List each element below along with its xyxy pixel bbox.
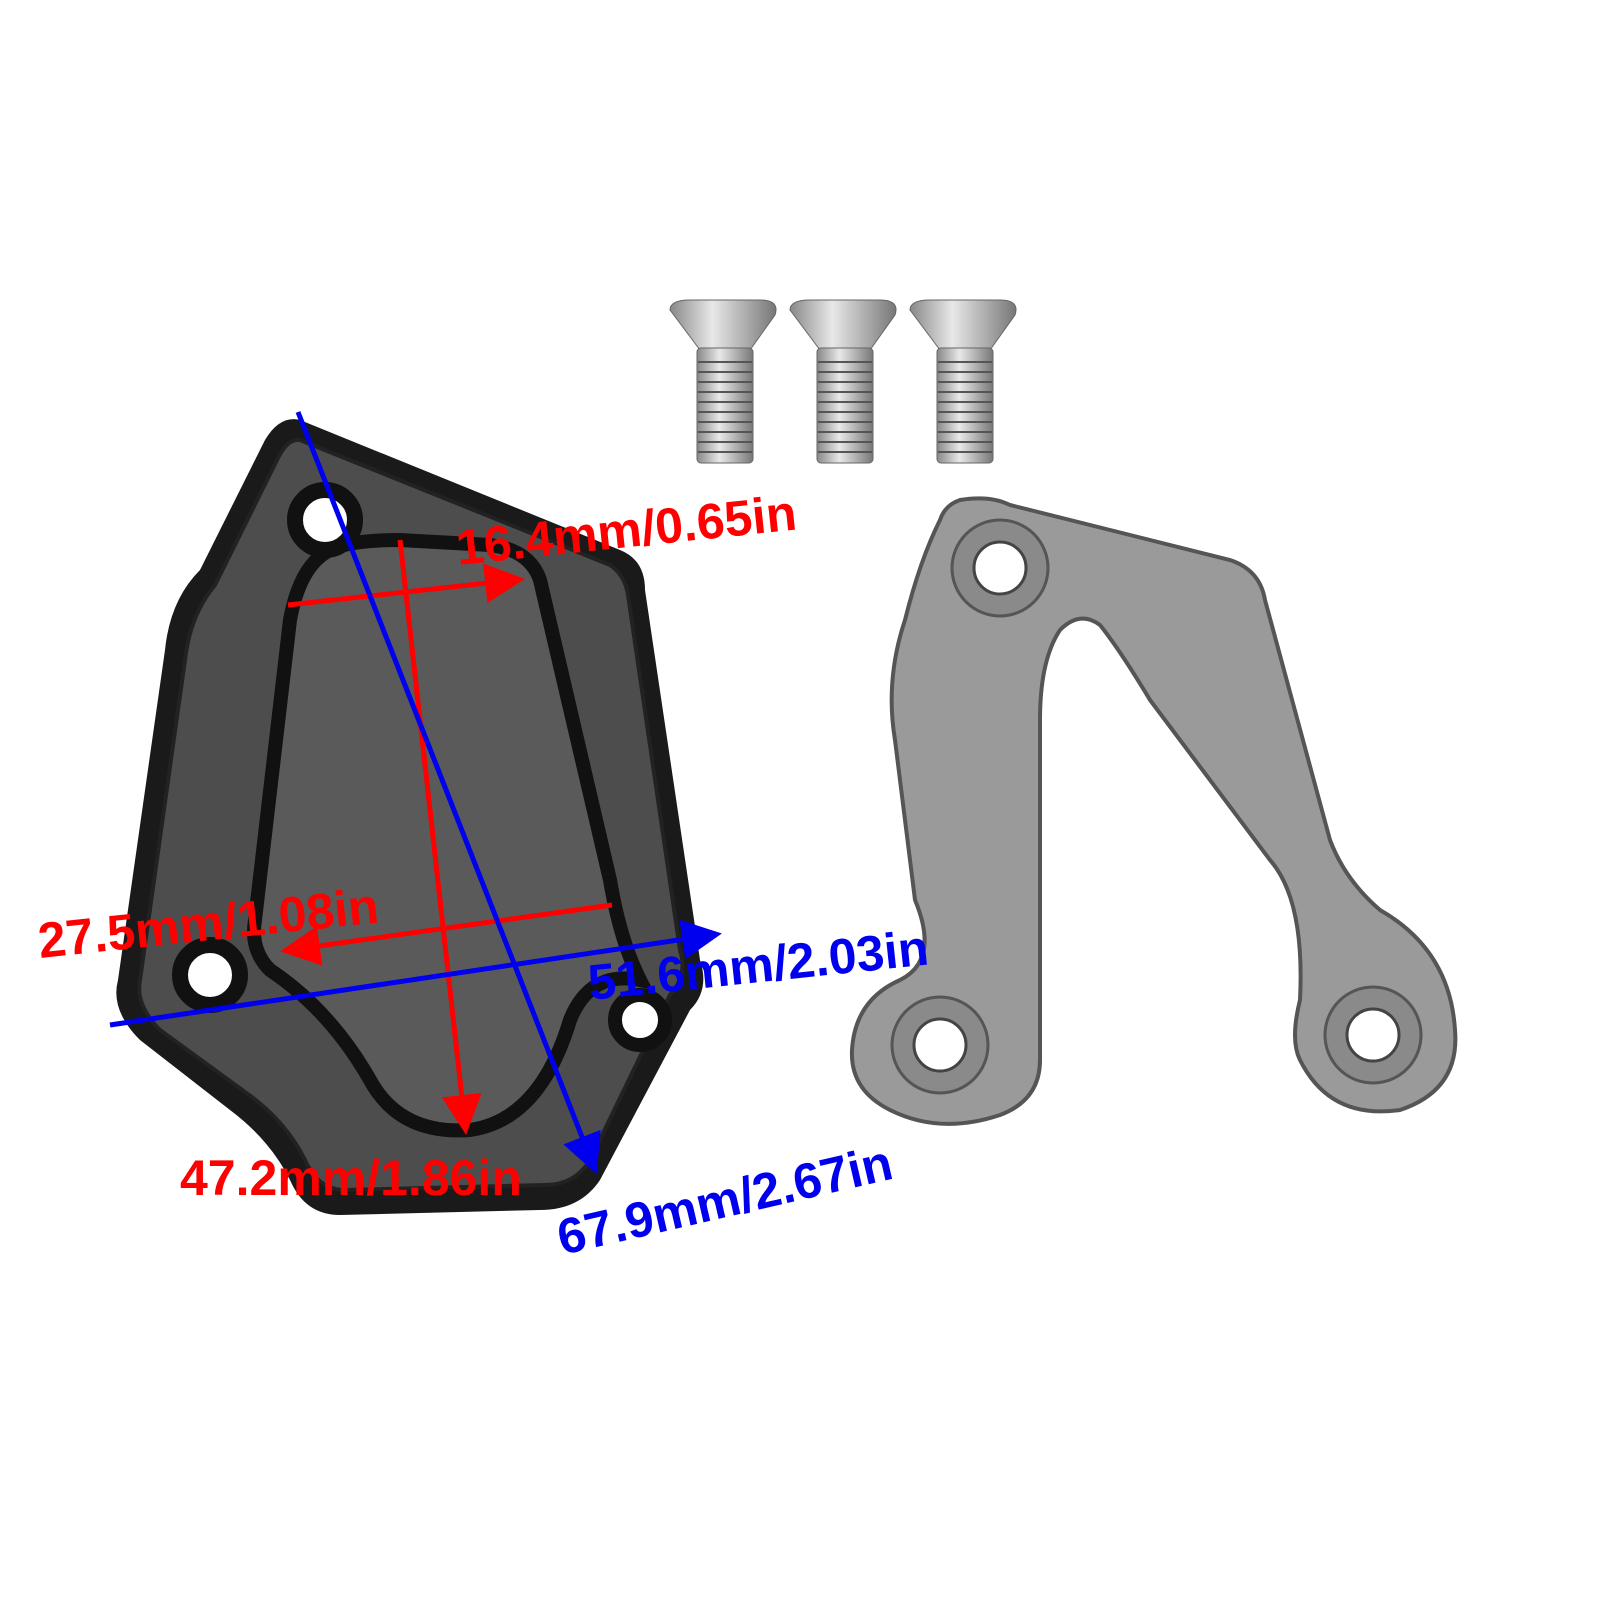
dim-line-inner-height	[397, 539, 482, 1135]
mount-hole	[287, 482, 363, 558]
dim-line-full-width	[109, 919, 722, 1028]
mount-hole	[172, 937, 248, 1013]
label-inner-height: 47.2mm/1.86in	[180, 1150, 522, 1206]
dim-line-top-width	[287, 563, 525, 608]
dimension-lines	[109, 411, 722, 1175]
mounting-bracket	[849, 496, 1458, 1126]
dim-line-diagonal	[295, 411, 601, 1175]
screw	[669, 299, 777, 464]
dim-line-mid-width	[280, 902, 613, 966]
screw	[909, 299, 1017, 464]
screw	[789, 299, 897, 464]
mount-hole	[608, 988, 672, 1052]
